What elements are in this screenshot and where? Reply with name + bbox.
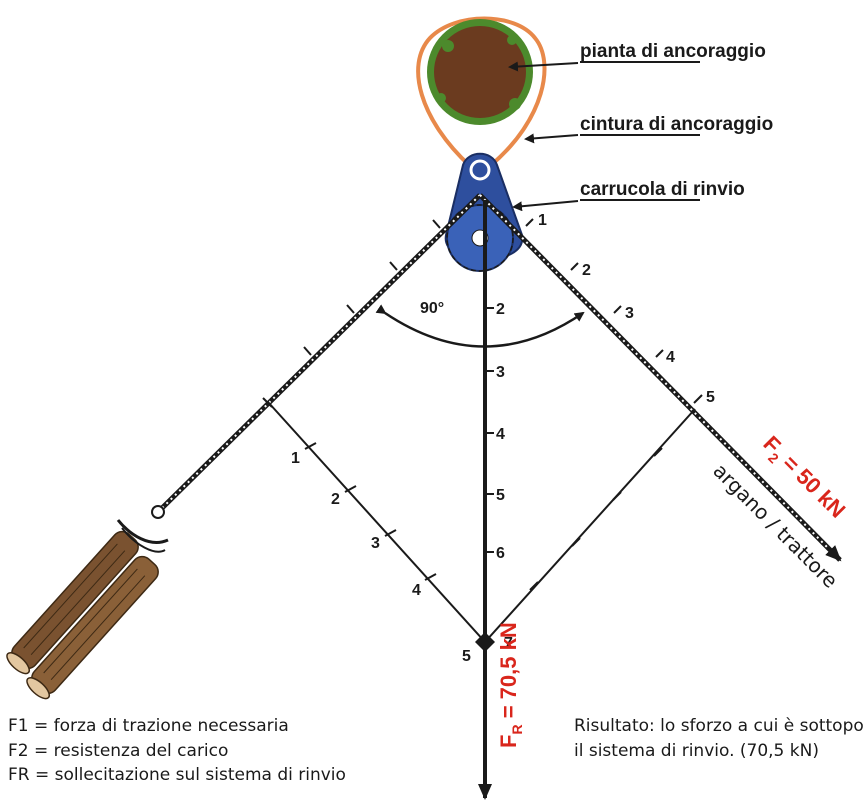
left-tick-1: 1 <box>291 450 300 467</box>
anchor-belt-label: cintura di ancoraggio <box>580 114 773 135</box>
resultant-tip-marker <box>475 632 495 652</box>
center-tick-2: 2 <box>496 301 505 318</box>
right-tick-3: 3 <box>625 305 634 322</box>
right-tick-1: 1 <box>538 212 547 229</box>
pulley-pointer <box>512 200 579 212</box>
left-tick-4: 4 <box>412 582 421 599</box>
fr-label: FR = 70,5 kN <box>496 622 525 748</box>
center-tick-5: 5 <box>496 487 505 504</box>
angle-arc <box>375 304 585 348</box>
center-tick-3: 3 <box>496 364 505 381</box>
center-tick-6: 6 <box>496 545 505 562</box>
left-rope-twist <box>154 194 481 516</box>
result-line-2: il sistema di rinvio. (70,5 kN) <box>574 740 819 761</box>
pulley-label: carrucola di rinvio <box>580 179 745 200</box>
anchor-belt <box>416 16 547 168</box>
center-tick-7: 7 <box>504 635 513 652</box>
angle-label: 90° <box>420 300 444 317</box>
legend-f2: F2 = resistenza del carico <box>8 740 229 761</box>
legend-f1: F1 = forza di trazione necessaria <box>8 716 289 736</box>
right-tick-4: 4 <box>666 349 675 366</box>
left-rope-ticks <box>262 219 441 408</box>
right-rope-twist <box>479 194 829 549</box>
anchor-belt-pointer <box>524 133 579 144</box>
right-tick-5: 5 <box>706 389 715 406</box>
left-tick-5: 5 <box>462 648 471 665</box>
right-rope-ticks <box>525 218 703 404</box>
log-bundle <box>6 505 169 700</box>
parallelogram-ticks <box>304 442 663 591</box>
center-tick-4: 4 <box>496 426 505 443</box>
right-rope <box>478 193 842 562</box>
parallelogram-right-side <box>484 408 696 643</box>
anchor-tree <box>427 19 533 125</box>
left-tick-3: 3 <box>371 535 380 552</box>
right-tick-2: 2 <box>582 262 591 279</box>
anchor-tree-pointer <box>508 61 579 72</box>
anchor-tree-label: pianta di ancoraggio <box>580 41 766 62</box>
legend-fr: FR = sollecitazione sul sistema di rinvi… <box>8 765 346 785</box>
result-line-1: Risultato: lo sforzo a cui è sottoposto <box>574 716 863 736</box>
left-tick-2: 2 <box>331 491 340 508</box>
parallelogram-left-side <box>267 401 486 643</box>
legend: F1 = forza di trazione necessaria F2 = r… <box>8 714 346 788</box>
result-text: Risultato: lo sforzo a cui è sottoposto … <box>574 714 863 763</box>
